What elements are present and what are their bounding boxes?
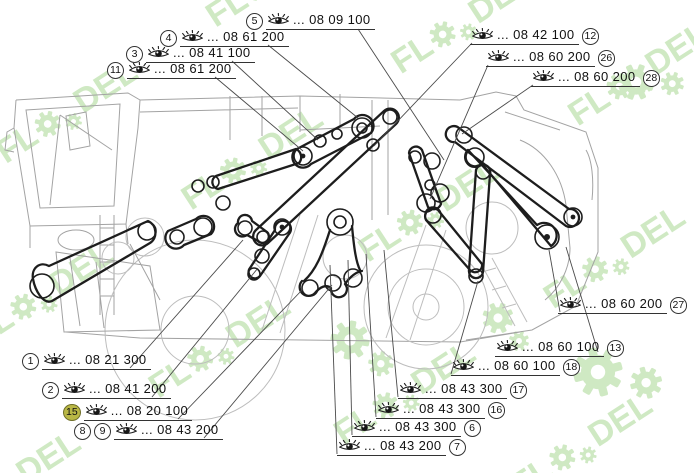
view-icon (400, 382, 421, 394)
item-number-badge: 28 (642, 69, 661, 87)
callout-17[interactable]: ... 08 43 300 17 (398, 381, 528, 399)
view-icon (488, 50, 509, 62)
callout-26[interactable]: ... 08 60 200 26 (486, 49, 616, 67)
view-icon (497, 340, 518, 352)
part-number: 08 60 100 (494, 358, 556, 373)
item-number-badge: 4 (160, 29, 177, 47)
view-icon (339, 439, 360, 451)
callout-12[interactable]: ... 08 42 100 12 (470, 27, 600, 45)
part-number: 08 43 300 (419, 401, 481, 416)
callout-5[interactable]: 5 ... 08 09 100 (246, 12, 375, 30)
part-number: 08 41 200 (105, 381, 167, 396)
view-icon (560, 297, 581, 309)
callout-16[interactable]: ... 08 43 300 16 (376, 401, 506, 419)
part-number: 08 43 300 (395, 419, 457, 434)
view-icon (268, 13, 289, 25)
part-number: 08 41 100 (189, 45, 251, 60)
part-number: 08 60 200 (601, 296, 663, 311)
part-number: 08 60 200 (529, 49, 591, 64)
part-number: 08 61 200 (170, 61, 232, 76)
view-icon (44, 353, 65, 365)
item-number-badge-highlighted: 15 (63, 403, 81, 421)
item-number-badge: 9 (94, 422, 111, 440)
view-icon (85, 404, 107, 416)
callout-6[interactable]: ... 08 43 300 6 (352, 419, 481, 437)
item-number-badge: 5 (246, 12, 263, 30)
view-icon (472, 28, 493, 40)
pulleys (29, 109, 583, 299)
item-number-badge: 2 (42, 381, 59, 399)
part-number: 08 21 300 (85, 352, 147, 367)
item-number-badge: 8 (74, 422, 91, 440)
view-icon (378, 402, 399, 414)
part-number: 08 43 200 (380, 438, 442, 453)
callout-27[interactable]: ... 08 60 200 27 (558, 296, 688, 314)
callout-2[interactable]: 2 ... 08 41 200 (42, 381, 171, 399)
callout-4[interactable]: 4 ... 08 61 200 (160, 29, 289, 47)
item-number-badge: 6 (463, 419, 481, 437)
part-number: 08 60 100 (538, 339, 600, 354)
item-number-badge: 26 (597, 49, 616, 67)
item-number-badge: 1 (22, 352, 39, 370)
callout-18[interactable]: ... 08 60 100 18 (451, 358, 581, 376)
item-number-badge: 18 (562, 358, 581, 376)
leader-lines (129, 28, 599, 455)
callout-28[interactable]: ... 08 60 200 28 (531, 69, 661, 87)
callout-1[interactable]: 1 ... 08 21 300 (22, 352, 151, 370)
view-icon (116, 423, 137, 435)
view-icon (148, 46, 169, 58)
part-number: 08 20 100 (126, 403, 189, 418)
part-number: 08 61 200 (223, 29, 285, 44)
item-number-badge: 17 (509, 381, 528, 399)
item-number-badge: 27 (669, 296, 688, 314)
part-number: 08 09 100 (309, 12, 371, 27)
callout-7[interactable]: ... 08 43 200 7 (337, 438, 466, 456)
part-number: 08 42 100 (513, 27, 575, 42)
callout-3[interactable]: 3 ... 08 41 100 (126, 45, 255, 63)
view-icon (354, 420, 375, 432)
view-icon (64, 382, 85, 394)
view-icon (453, 359, 474, 371)
part-number: 08 43 300 (441, 381, 503, 396)
callout-8-9[interactable]: 8 9 ... 08 43 200 (74, 422, 223, 440)
item-number-badge: 16 (487, 401, 506, 419)
view-icon (129, 62, 150, 74)
view-icon (533, 70, 554, 82)
part-number: 08 43 200 (157, 422, 219, 437)
callout-11[interactable]: 11 ... 08 61 200 (107, 61, 236, 79)
item-number-badge: 13 (606, 339, 625, 357)
part-number: 08 60 200 (574, 69, 636, 84)
view-icon (182, 30, 203, 42)
item-number-badge: 12 (581, 27, 600, 45)
callout-15[interactable]: 15 ... 08 20 100 (63, 403, 193, 421)
callout-13[interactable]: ... 08 60 100 13 (495, 339, 625, 357)
item-number-badge: 7 (448, 438, 466, 456)
item-number-badge: 3 (126, 45, 143, 63)
item-number-badge: 11 (107, 61, 124, 79)
